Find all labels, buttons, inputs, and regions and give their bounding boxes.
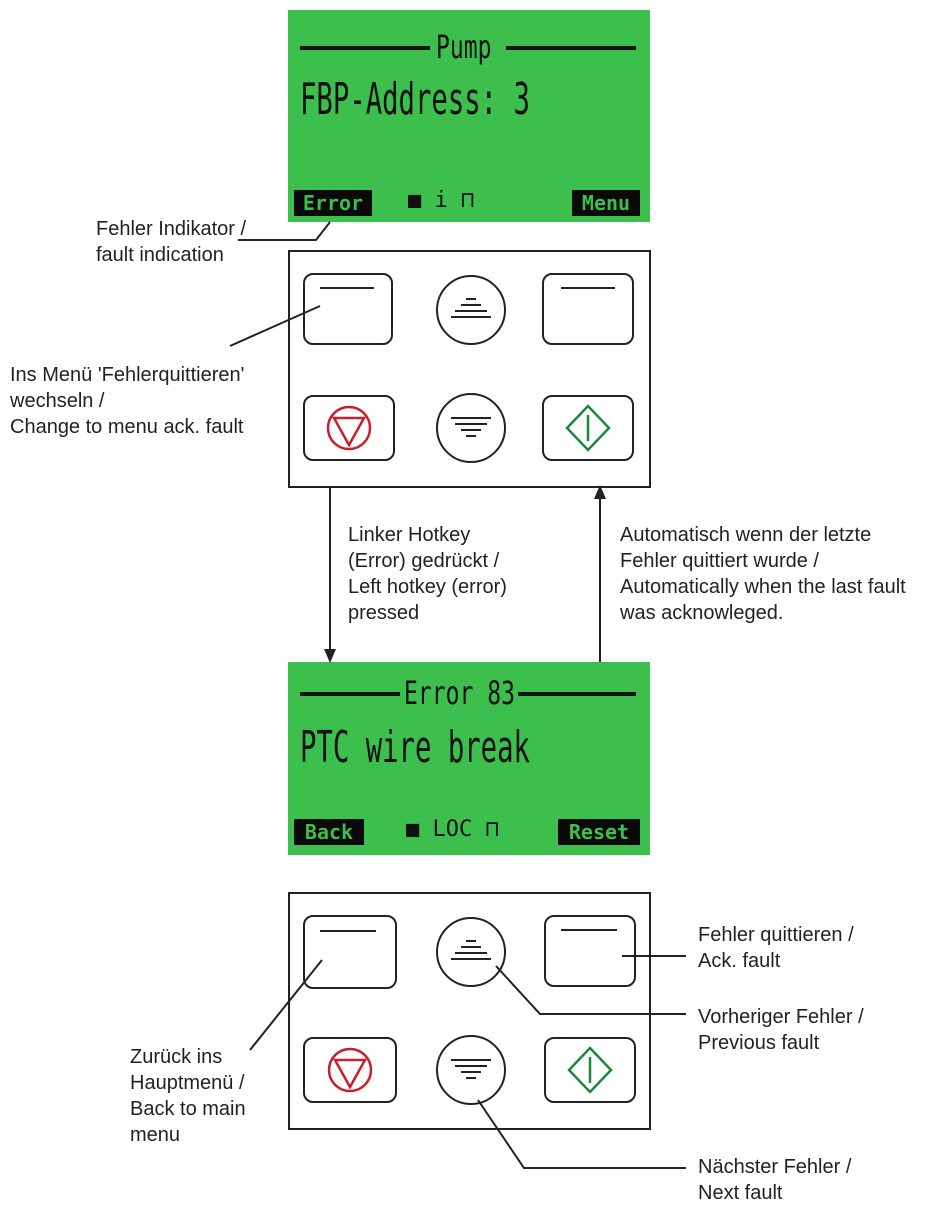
scroll-down-button[interactable]: [436, 393, 506, 463]
leader-next-fault: [477, 1099, 686, 1169]
softkey-right-label: Reset: [558, 819, 640, 845]
leader-back-main: [249, 959, 323, 1051]
label-automatic: Automatisch wenn der letzte Fehler quitt…: [620, 524, 906, 624]
scroll-down-icon: [451, 417, 491, 437]
display-title: Pump: [436, 28, 492, 66]
start-icon: [567, 1046, 613, 1094]
keypad-bottom: [288, 892, 651, 1130]
label-back-main: Zurück ins Hauptmenü / Back to main menu: [130, 1046, 246, 1146]
keypad-top: [288, 250, 651, 488]
leader-previous-fault: [495, 965, 686, 1015]
scroll-up-button[interactable]: [436, 917, 506, 987]
stop-button[interactable]: [303, 1037, 397, 1103]
stop-button[interactable]: [303, 395, 395, 461]
label-ack-fault: Fehler quittieren / Ack. fault: [698, 924, 854, 972]
scroll-up-button[interactable]: [436, 275, 506, 345]
softkey-right-label: Menu: [572, 190, 640, 216]
label-next-fault: Nächster Fehler / Next fault: [698, 1156, 852, 1204]
label-change-menu: Ins Menü 'Fehlerquittieren' wechseln / C…: [10, 364, 245, 438]
title-rule-lines: [300, 46, 636, 50]
label-previous-fault: Vorheriger Fehler / Previous fault: [698, 1006, 864, 1054]
display-line-1: FBP-Address: 3: [300, 74, 530, 125]
hotkey-left-button[interactable]: [303, 273, 393, 345]
hotkey-right-button[interactable]: [544, 915, 636, 987]
display-title: Error 83: [404, 674, 515, 712]
hotkey-left-button[interactable]: [303, 915, 397, 989]
start-button[interactable]: [544, 1037, 636, 1103]
leader-fault-indication: [238, 221, 331, 241]
softkey-left-label: Back: [294, 819, 364, 845]
scroll-down-icon: [451, 1059, 491, 1079]
display-line-1: PTC wire break: [300, 722, 530, 773]
start-button[interactable]: [542, 395, 634, 461]
scroll-up-icon: [451, 940, 491, 960]
label-left-hotkey: Linker Hotkey (Error) gedrückt / Left ho…: [348, 524, 507, 624]
status-line: ■ i ⊓: [408, 188, 475, 213]
scroll-down-button[interactable]: [436, 1035, 506, 1105]
title-rule-lines: [300, 692, 636, 696]
stop-icon: [327, 1047, 373, 1093]
leader-change-menu: [229, 305, 321, 347]
display-pump: Pump FBP-Address: 3 Error ■ i ⊓ Menu: [288, 10, 650, 222]
stop-icon: [326, 405, 372, 451]
start-icon: [565, 404, 611, 452]
hotkey-right-button[interactable]: [542, 273, 634, 345]
scroll-up-icon: [451, 298, 491, 318]
display-error: Error 83 PTC wire break Back ■ LOC ⊓ Res…: [288, 662, 650, 855]
softkey-left-label: Error: [294, 190, 372, 216]
status-line: ■ LOC ⊓: [406, 817, 499, 842]
label-fault-indication: Fehler Indikator / fault indication: [96, 218, 247, 266]
